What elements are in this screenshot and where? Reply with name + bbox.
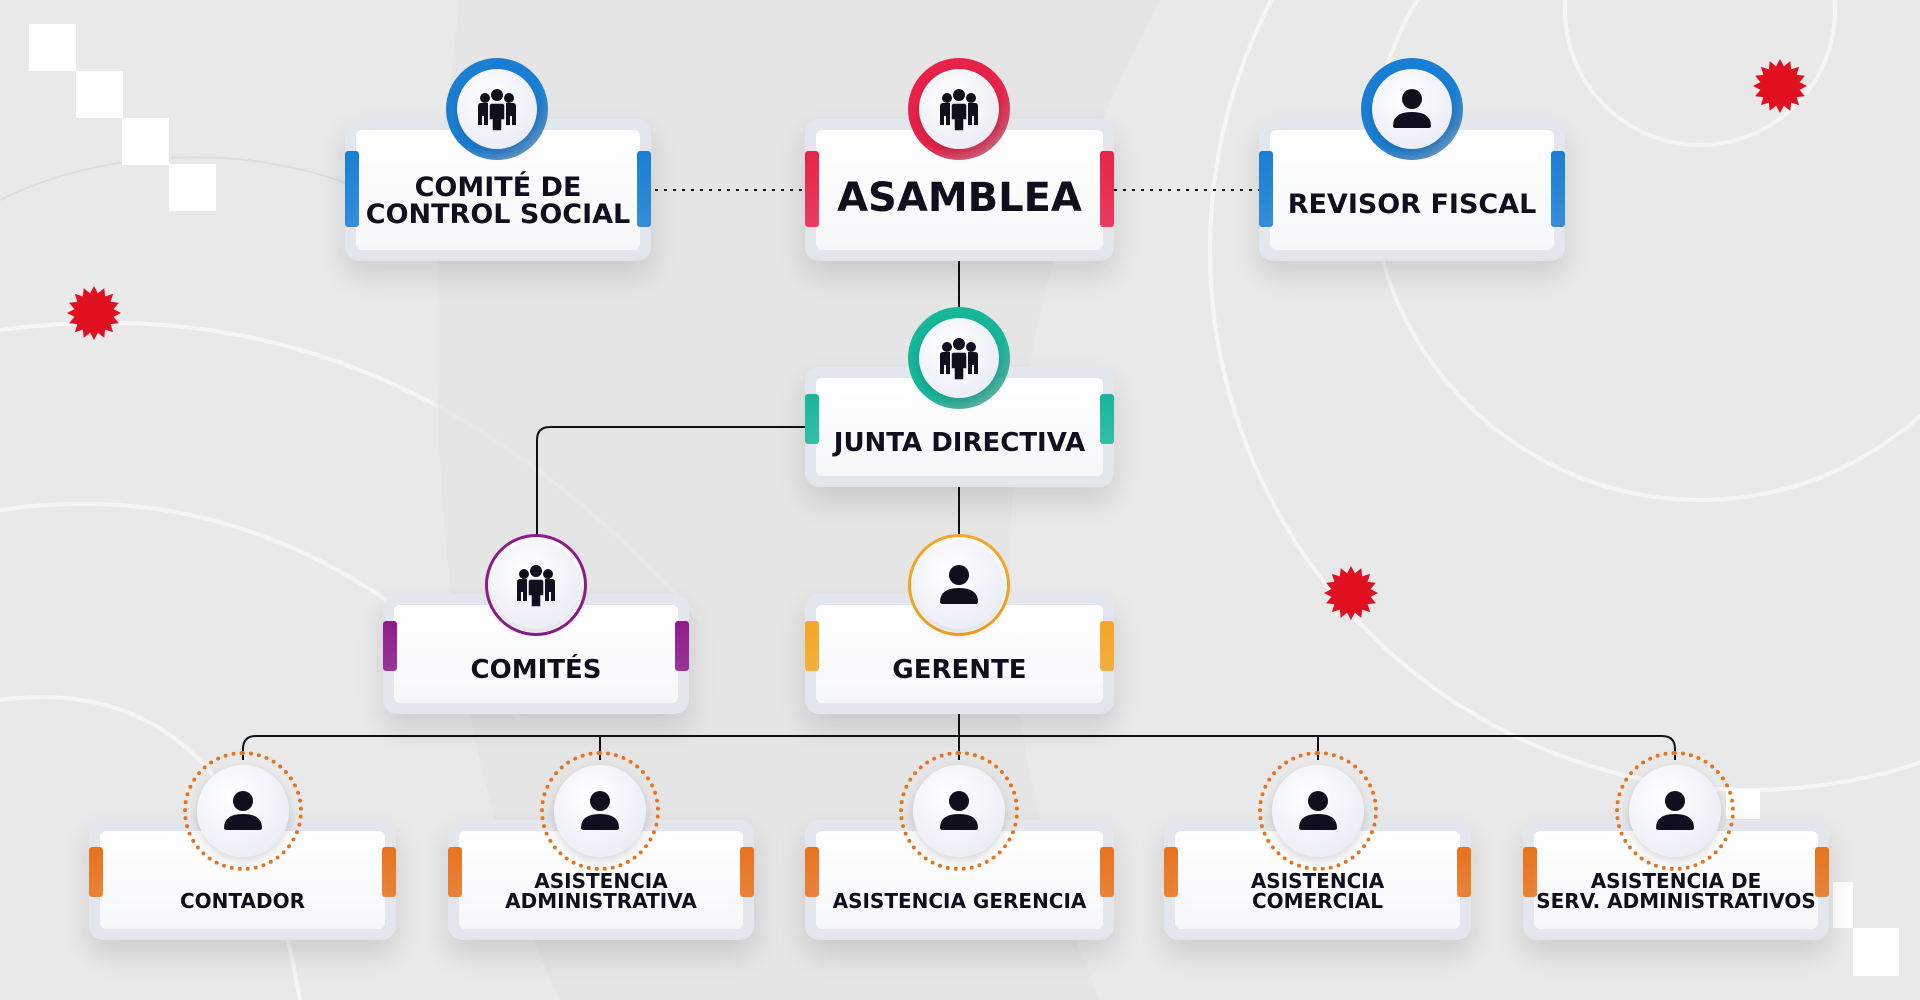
accent-tab-right [382, 847, 396, 897]
node-label-line: JUNTA DIRECTIVA [833, 428, 1086, 458]
node-label-line: SERV. ADMINISTRATIVOS [1536, 889, 1816, 913]
node-label: ASISTENCIA GERENCIA [833, 891, 1087, 929]
starburst [1753, 59, 1807, 113]
connector [536, 426, 805, 536]
accent-tab-right [1100, 621, 1114, 671]
accent-tab-right [1457, 847, 1471, 897]
accent-tab-left [805, 394, 819, 444]
accent-tab-right [1100, 847, 1114, 897]
node-label: ASAMBLEA [837, 178, 1082, 250]
decor-square [122, 118, 169, 165]
connector [242, 735, 1676, 760]
node-avatar [908, 534, 1010, 636]
accent-tab-left [345, 151, 359, 227]
accent-tab-left [383, 621, 397, 671]
accent-tab-left [448, 847, 462, 897]
org-node-comites[interactable]: COMITÉS [383, 594, 689, 714]
decor-square [76, 71, 123, 118]
person-icon [1629, 765, 1721, 857]
person-icon [915, 541, 1003, 629]
accent-tab-right [1100, 151, 1114, 227]
node-avatar [1615, 751, 1735, 871]
node-label-line: GERENTE [892, 655, 1027, 685]
group-icon [457, 69, 537, 149]
node-label: REVISOR FISCAL [1288, 191, 1537, 250]
accent-tab-left [89, 847, 103, 897]
decor-square [29, 24, 76, 71]
node-avatar [899, 751, 1019, 871]
accent-tab-right [740, 847, 754, 897]
accent-tab-left [805, 847, 819, 897]
accent-tab-right [1100, 394, 1114, 444]
accent-tab-left [805, 621, 819, 671]
person-icon [554, 765, 646, 857]
node-avatar [908, 58, 1010, 160]
node-label-line: ADMINISTRATIVA [505, 889, 697, 913]
starburst [67, 286, 121, 340]
node-label: JUNTA DIRECTIVA [834, 430, 1085, 476]
node-label-line: COMITÉ DE [414, 172, 582, 203]
node-label-line: ASISTENCIA DE [1590, 869, 1762, 893]
accent-tab-left [1164, 847, 1178, 897]
group-icon [919, 69, 999, 149]
node-label-line: REVISOR FISCAL [1287, 189, 1537, 220]
accent-tab-right [675, 621, 689, 671]
accent-tab-right [1815, 847, 1829, 897]
person-icon [1372, 69, 1452, 149]
node-label-line: ASISTENCIA GERENCIA [832, 889, 1087, 913]
accent-tab-right [637, 151, 651, 227]
person-icon [1272, 765, 1364, 857]
group-icon [919, 318, 999, 398]
accent-tab-right [1551, 151, 1565, 227]
node-avatar [183, 751, 303, 871]
decor-square [169, 164, 216, 211]
accent-tab-left [805, 151, 819, 227]
node-label-line: COMERCIAL [1252, 889, 1383, 913]
node-label-line: ASAMBLEA [837, 175, 1082, 221]
node-label-line: CONTROL SOCIAL [365, 199, 631, 230]
starburst [1324, 566, 1378, 620]
node-label: CONTADOR [180, 891, 305, 929]
accent-tab-left [1523, 847, 1537, 897]
node-card: JUNTA DIRECTIVA [816, 378, 1103, 476]
node-avatar [1258, 751, 1378, 871]
node-avatar [540, 751, 660, 871]
node-label-line: ASISTENCIA [1250, 869, 1385, 893]
group-icon [492, 541, 580, 629]
node-label-line: COMITÉS [470, 655, 602, 685]
node-avatar [446, 58, 548, 160]
node-label: GERENTE [892, 657, 1026, 703]
node-label-line: ASISTENCIA [534, 869, 668, 893]
accent-tab-left [1259, 151, 1273, 227]
person-icon [197, 765, 289, 857]
person-icon [913, 765, 1005, 857]
node-avatar [485, 534, 587, 636]
org-node-junta-directiva[interactable]: JUNTA DIRECTIVA [805, 367, 1114, 487]
node-avatar [908, 307, 1010, 409]
node-label-line: CONTADOR [180, 889, 305, 913]
decor-square [1833, 882, 1853, 928]
node-avatar [1361, 58, 1463, 160]
decor-square [1853, 928, 1899, 976]
node-label: COMITÉS [471, 657, 602, 703]
